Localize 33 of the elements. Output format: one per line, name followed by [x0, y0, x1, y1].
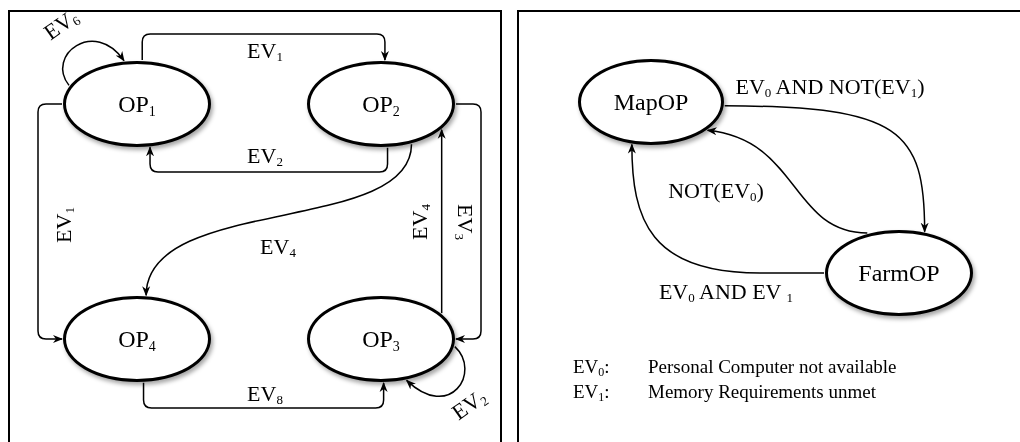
edge-label: NOT(EV$_{0}$): [668, 177, 764, 203]
arrow: [146, 146, 389, 173]
state-name: MapOP: [613, 90, 689, 114]
arrow: [62, 40, 125, 87]
edge-label: EV$_{1}$: [247, 37, 283, 63]
state-ellipse: [63, 61, 211, 147]
arrow: [405, 345, 466, 397]
edge-label: EV$_{0}$ AND EV $_{1}$: [658, 278, 794, 304]
arrow: [144, 143, 413, 297]
arrow: [437, 128, 446, 314]
state-name: OP$_{2}$: [362, 92, 400, 116]
state-name: OP$_{4}$: [118, 327, 156, 351]
legend-text: EV$_{0}$:: [573, 356, 610, 377]
arrow: [723, 105, 929, 233]
state-name: OP$_{3}$: [362, 327, 400, 351]
panel-frame: [517, 10, 1020, 442]
arrow: [706, 128, 869, 234]
edge-label: EV$_{8}$: [247, 380, 283, 406]
edge-label: EV$_{4}$: [260, 233, 296, 259]
state-name: OP$_{1}$: [118, 92, 156, 116]
state-name: FarmOP: [858, 261, 940, 285]
arrow: [142, 381, 388, 409]
arrow: [141, 33, 389, 62]
edge-label: EV$_{0}$ AND NOT(EV$_{1}$): [735, 73, 925, 99]
arrow: [455, 103, 482, 343]
panel-frame: [8, 10, 502, 442]
state-ellipse: [825, 230, 973, 316]
legend-text: Personal Computer not available: [648, 356, 897, 377]
legend-text: EV$_{1}$:: [573, 381, 610, 402]
edge-label: EV$_{2}$: [247, 142, 283, 168]
arrow: [628, 143, 825, 274]
legend-text: Memory Requirements unmet: [648, 381, 876, 402]
arrow: [37, 103, 63, 343]
